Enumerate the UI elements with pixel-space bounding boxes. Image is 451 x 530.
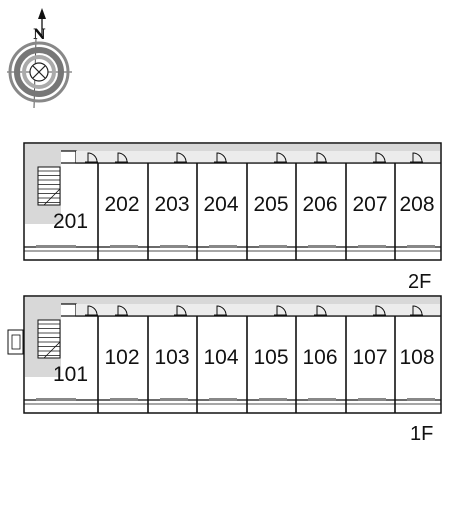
window [259,398,287,401]
window [358,245,386,248]
floor-label-2f: 2F [408,271,431,293]
window [36,398,76,401]
window [259,245,287,248]
room-label: 107 [352,346,387,369]
door-icon [373,152,386,163]
door-icon [85,305,98,316]
door-icon [174,305,187,316]
window [308,245,336,248]
door-icon [214,305,227,316]
room-label: 207 [352,193,387,216]
door-icon [85,152,98,163]
staircase [37,319,61,359]
door-icon [115,152,128,163]
window [36,245,76,248]
corridor [25,144,440,151]
floor-2f-plan: 201 202 203 204 205 206 207 208 [23,142,442,261]
room-label: 205 [253,193,288,216]
room-label: 201 [53,210,88,233]
room-label: 203 [154,193,189,216]
floor-1f-plan: 101 102 103 104 105 106 107 108 [7,295,442,414]
window [110,398,138,401]
window [160,245,188,248]
window [407,398,435,401]
door-icon [115,305,128,316]
door-icon [410,305,423,316]
room-label: 103 [154,346,189,369]
window [407,245,435,248]
entrance-icon [7,329,24,355]
room-label: 101 [53,363,88,386]
room-label: 202 [104,193,139,216]
compass-rose-icon: N [7,8,72,109]
room-label: 108 [399,346,434,369]
door-icon [314,305,327,316]
window [358,398,386,401]
north-label: N [33,27,46,43]
corridor [25,297,440,304]
room-label: 104 [203,346,238,369]
window [110,245,138,248]
window [160,398,188,401]
door-icon [174,152,187,163]
room-label: 204 [203,193,238,216]
room-label: 208 [399,193,434,216]
door-icon [214,152,227,163]
door-icon [373,305,386,316]
window [209,245,237,248]
door-icon [410,152,423,163]
door-icon [314,152,327,163]
staircase [37,166,61,206]
room-label: 106 [302,346,337,369]
window [209,398,237,401]
room-label: 105 [253,346,288,369]
window [308,398,336,401]
door-icon [274,152,287,163]
room-label: 206 [302,193,337,216]
room-label: 102 [104,346,139,369]
floor-label-1f: 1F [410,423,433,445]
door-icon [274,305,287,316]
